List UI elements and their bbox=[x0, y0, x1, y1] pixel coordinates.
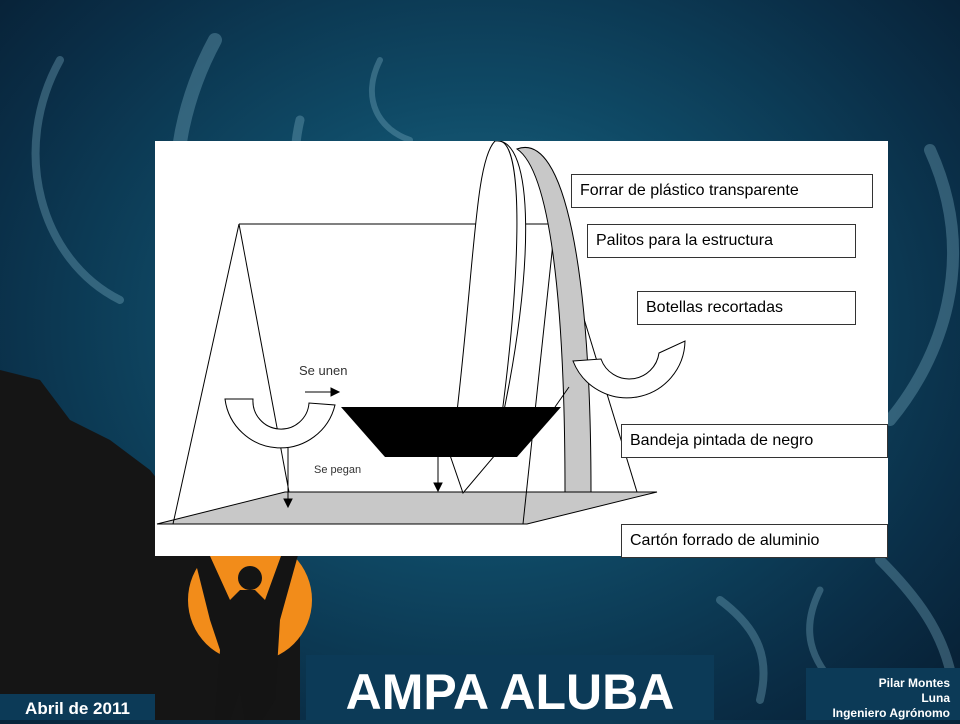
black-tray bbox=[341, 407, 561, 457]
plastic-cover-arc bbox=[515, 146, 592, 493]
label-bandeja: Bandeja pintada de negro bbox=[621, 424, 888, 458]
se-pegan-note: Se pegan bbox=[314, 464, 362, 476]
label-palitos: Palitos para la estructura bbox=[587, 224, 856, 258]
footer-title: AMPA ALUBA bbox=[306, 655, 714, 720]
cut-bottle-right bbox=[572, 340, 686, 399]
se-unen-note: Se unen bbox=[299, 363, 348, 378]
person-silhouette bbox=[190, 540, 300, 720]
cardboard-base bbox=[156, 491, 658, 525]
stick-left-back bbox=[238, 223, 290, 493]
stick-right-front bbox=[522, 223, 556, 525]
author-line-1: Pilar Montes bbox=[878, 676, 950, 690]
label-carton: Cartón forrado de aluminio bbox=[621, 524, 888, 558]
label-forrar: Forrar de plástico transparente bbox=[571, 174, 873, 208]
solar-cooker-diagram bbox=[156, 141, 686, 525]
white-arc-arrow bbox=[440, 141, 527, 494]
label-botellas: Botellas recortadas bbox=[637, 291, 856, 325]
author-line-2: Luna bbox=[921, 691, 950, 705]
footer-date: Abril de 2011 bbox=[0, 694, 155, 720]
cut-bottle-left bbox=[224, 398, 336, 449]
tray-pointer-line bbox=[554, 386, 570, 408]
footer-author: Pilar Montes Luna Ingeniero Agrónomo bbox=[806, 668, 960, 720]
stick-left-front bbox=[172, 223, 240, 525]
author-line-3: Ingeniero Agrónomo bbox=[832, 706, 950, 720]
diagram-panel: Se unen Se pegan Forrar de plástico tran… bbox=[155, 141, 888, 558]
